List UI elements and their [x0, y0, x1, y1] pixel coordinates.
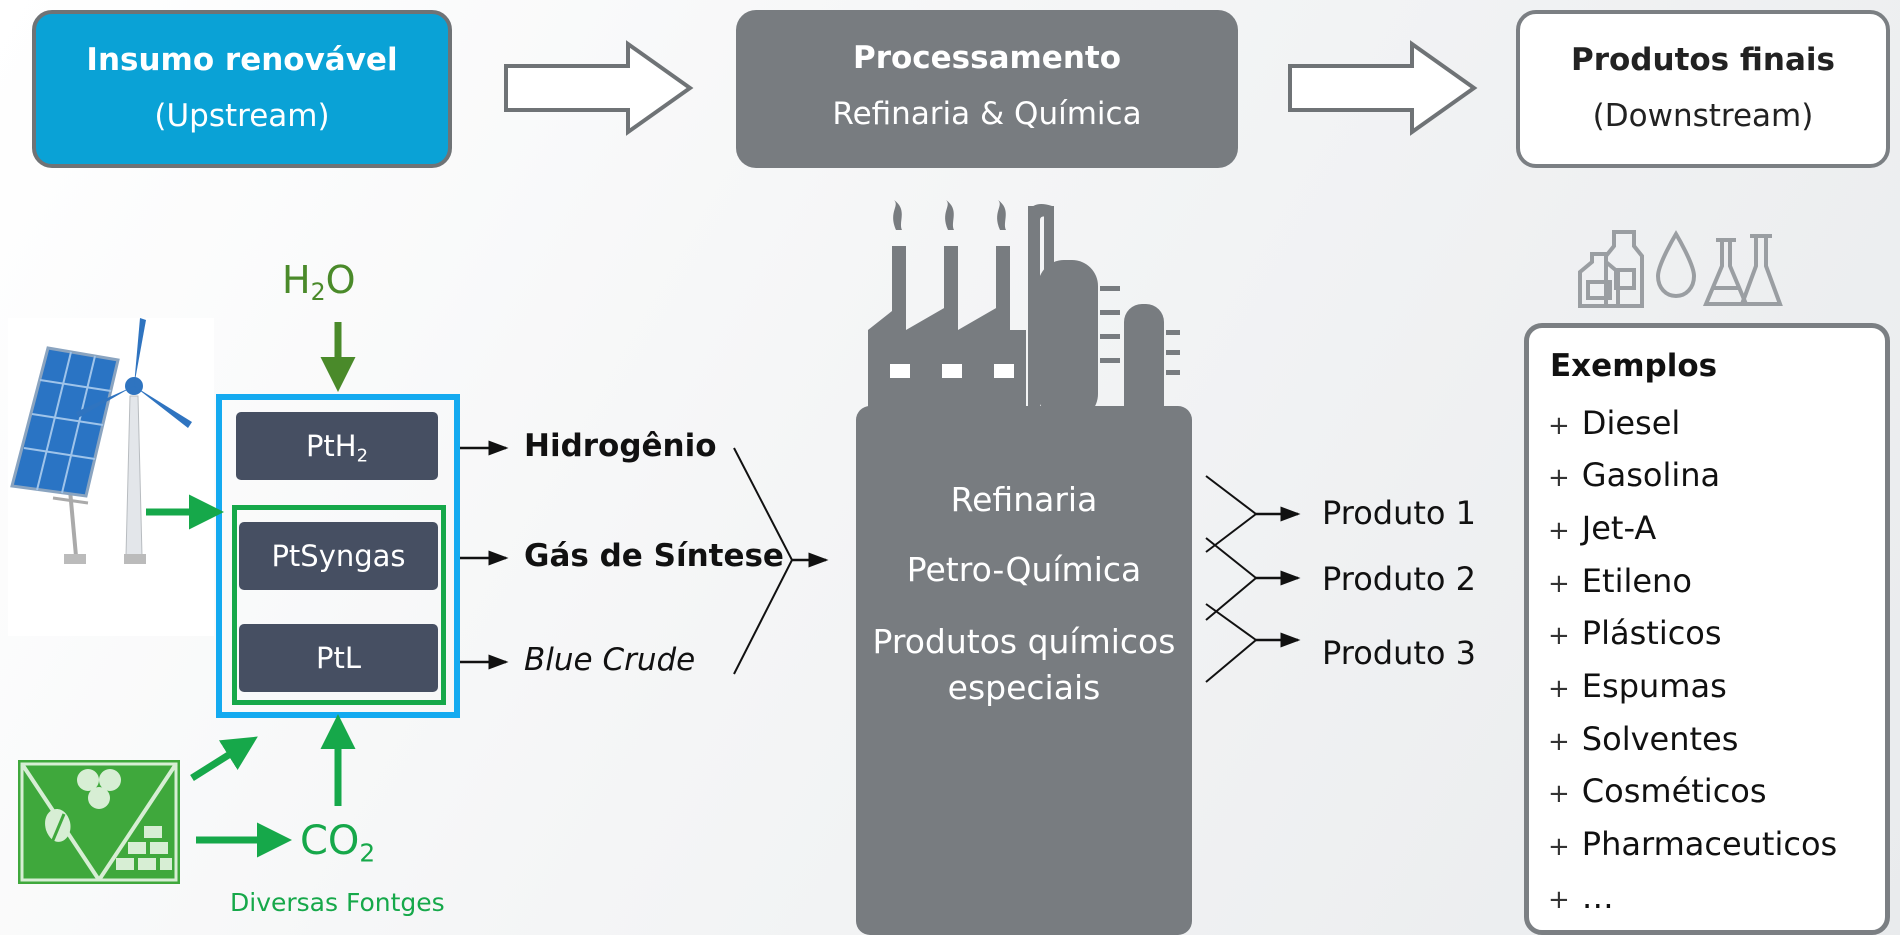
syngas-liquid-frame — [232, 505, 446, 705]
downstream-header: Produtos finais (Downstream) — [1516, 10, 1890, 168]
refinery-line-1: Refinaria — [950, 480, 1098, 519]
pth2-label: PtH — [305, 429, 357, 463]
examples-title: Exemplos — [1550, 348, 1718, 384]
processing-header: Processamento Refinaria & Química — [736, 10, 1238, 168]
co2-label: CO2 — [300, 818, 376, 868]
upstream-to-processing-arrow — [504, 40, 694, 136]
pth2-subscript: 2 — [356, 445, 369, 467]
upstream-subtitle: (Upstream) — [154, 98, 330, 134]
renewable-energy-icon — [8, 318, 214, 636]
hydrogen-label: Hidrogênio — [524, 428, 717, 464]
processing-subtitle: Refinaria & Química — [832, 96, 1142, 132]
example-item: +Plásticos — [1548, 614, 1722, 652]
ptsyngas-box: PtSyngas — [239, 522, 438, 590]
refinery-line-4: especiais — [947, 668, 1101, 707]
example-item: +Cosméticos — [1548, 772, 1767, 810]
example-item: +Diesel — [1548, 404, 1681, 442]
processing-title: Processamento — [852, 40, 1122, 76]
biomass-waste-icon — [18, 760, 180, 884]
refinery-line-2: Petro-Química — [906, 550, 1142, 589]
refinery-icon — [856, 200, 1192, 935]
pth2-box: PtH2 — [236, 412, 438, 480]
upstream-header: Insumo renovável (Upstream) — [32, 10, 452, 168]
chemical-products-icon — [1578, 230, 1783, 308]
example-item: +Gasolina — [1548, 456, 1721, 494]
examples-box — [1524, 323, 1890, 935]
example-item: +Pharmaceuticos — [1548, 825, 1838, 863]
product-1-label: Produto 1 — [1322, 494, 1477, 532]
product-2-label: Produto 2 — [1322, 560, 1477, 598]
blue-crude-label: Blue Crude — [524, 642, 696, 678]
refinery-line-3: Produtos químicos — [872, 622, 1176, 661]
downstream-subtitle: (Downstream) — [1592, 98, 1814, 134]
example-item: +Jet-A — [1548, 509, 1657, 547]
example-item: +… — [1548, 878, 1614, 916]
co2-sources-label: Diversas Fontges — [230, 888, 445, 917]
upstream-title: Insumo renovável — [86, 42, 398, 78]
ptl-box: PtL — [239, 624, 438, 692]
product-3-label: Produto 3 — [1322, 634, 1477, 672]
example-item: +Solventes — [1548, 720, 1739, 758]
processing-to-downstream-arrow — [1288, 40, 1478, 136]
downstream-title: Produtos finais — [1571, 42, 1835, 78]
water-label: H2O — [282, 258, 356, 307]
example-item: +Espumas — [1548, 667, 1727, 705]
example-item: +Etileno — [1548, 562, 1692, 600]
syngas-label: Gás de Síntese — [524, 538, 784, 574]
